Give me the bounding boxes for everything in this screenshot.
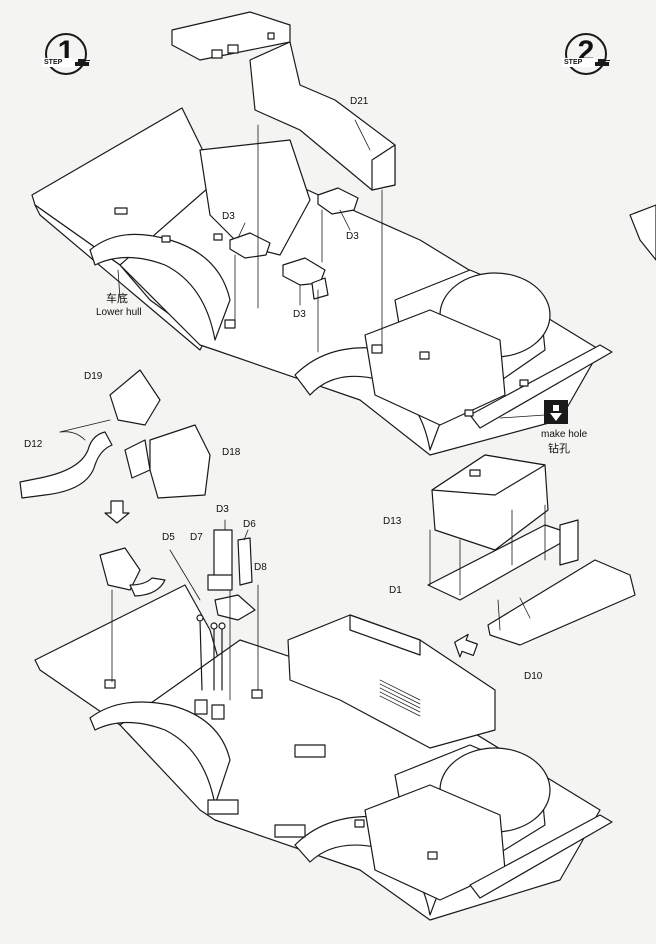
step-circle-icon [565,33,607,75]
label-d10: D10 [524,671,543,682]
label-lower-hull-cn: 车底 [106,293,128,305]
label-d1: D1 [389,585,402,596]
label-d5: D5 [162,532,175,543]
tank-icon [75,59,90,66]
next-step-glimpse [629,204,656,261]
label-d3: D3 [293,309,306,320]
step-circle-icon [45,33,87,75]
step-1-badge: 1 STEP [40,32,92,84]
label-lower-hull-en: Lower hull [96,307,142,318]
assembly-lines-step1 [117,119,546,419]
part-group-d19-d12-d18 [19,369,211,499]
make-hole-icon [544,400,568,424]
label-d6: D6 [243,519,256,530]
label-d18: D18 [222,447,241,458]
label-d3: D3 [222,211,235,222]
part-group-d13-d1-d10 [427,454,636,646]
label-d3: D3 [346,231,359,242]
label-d19: D19 [84,371,103,382]
label-d12: D12 [24,439,43,450]
part-d21 [171,11,396,191]
label-d13: D13 [383,516,402,527]
step-word: STEP [562,58,596,67]
tank-icon [595,59,610,66]
d3-covers-step1 [229,187,359,300]
step-2-badge: 2 STEP [560,32,612,84]
label-make-hole: make hole [541,429,588,440]
label-make-hole-cn: 钻孔 [548,443,570,455]
label-d8: D8 [254,562,267,573]
lower-hull-step2 [34,584,613,921]
step-word: STEP [42,58,76,67]
label-d7: D7 [190,532,203,543]
label-d3: D3 [216,504,229,515]
part-group-d3-d5-d7-d6-d8 [99,519,259,701]
label-d21: D21 [350,96,369,107]
direction-arrows [104,500,478,658]
